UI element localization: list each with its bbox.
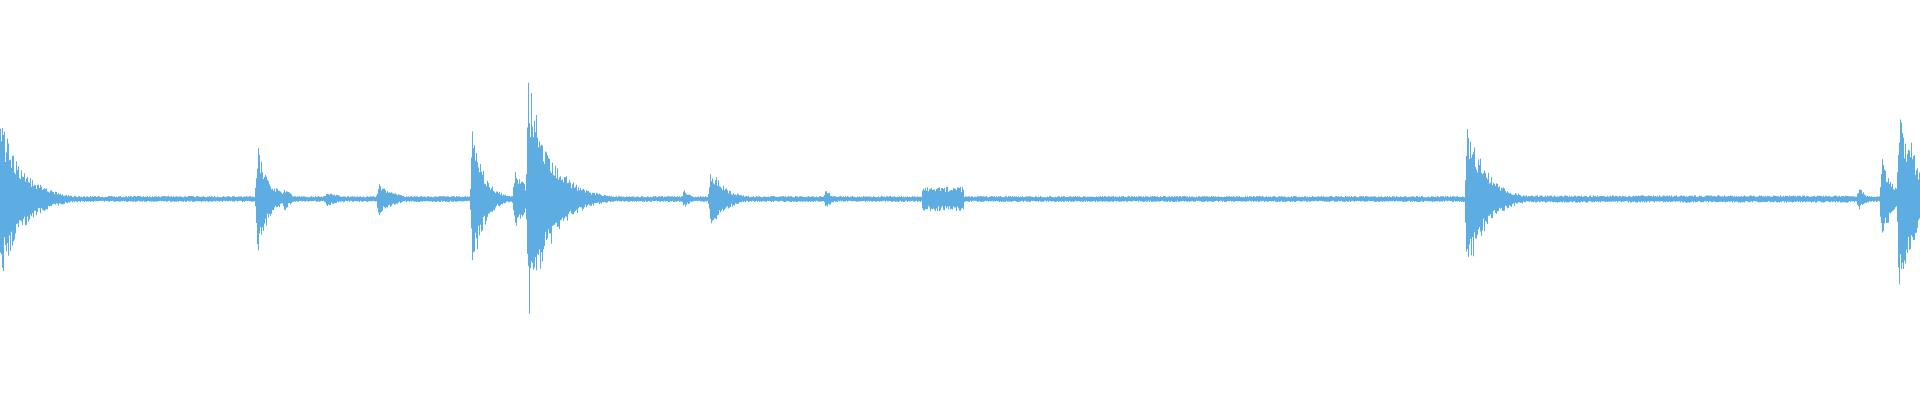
waveform-samples	[0, 82, 1920, 314]
waveform-trace	[0, 82, 1920, 314]
